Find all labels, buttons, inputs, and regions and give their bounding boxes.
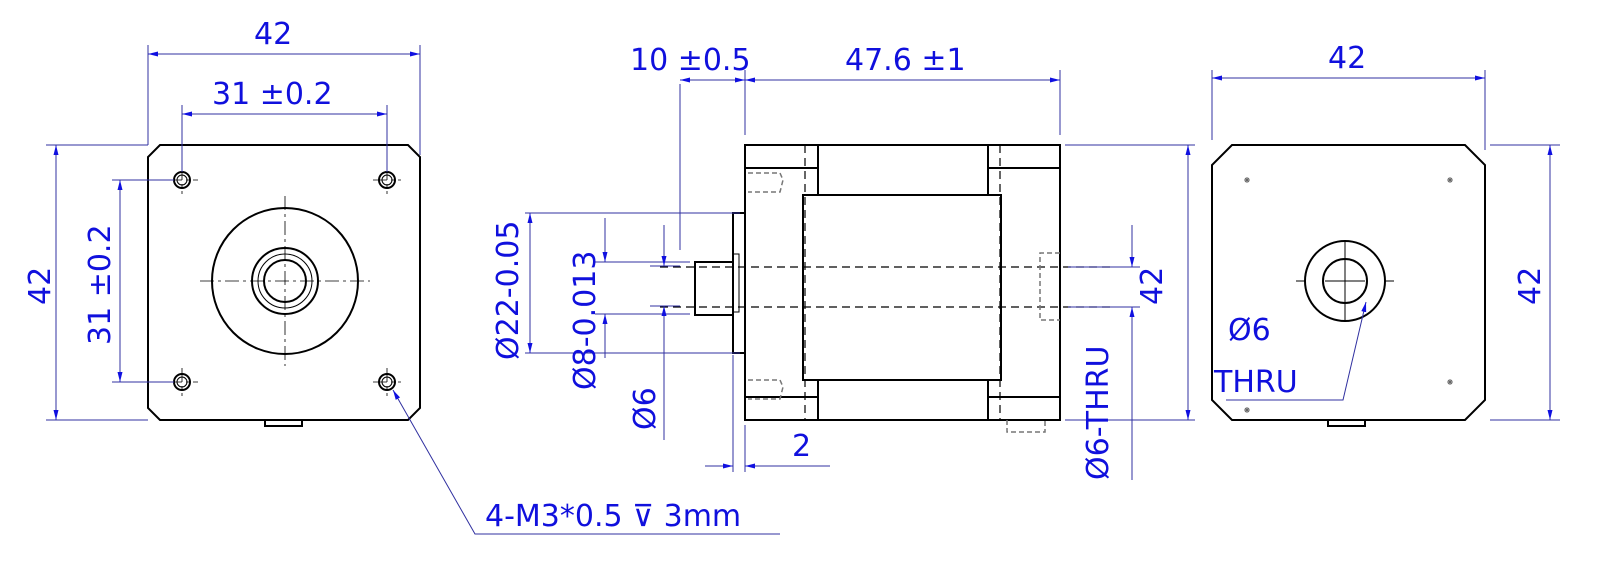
front-view: 42 31 ±0.2 42 31 ±0.2 4-M3*0.5 ⊽ 3mm xyxy=(23,17,780,535)
stator xyxy=(802,194,1002,381)
rear-height-label: 42 xyxy=(1513,267,1548,305)
body-length-label: 47.6 ±1 xyxy=(845,43,966,78)
connector-tab xyxy=(264,419,303,427)
front-outline xyxy=(147,144,421,421)
front-height-label: 42 xyxy=(23,267,58,305)
thread-callout: 4-M3*0.5 ⊽ 3mm xyxy=(485,499,741,534)
side-view: 10 ±0.5 47.6 ±1 Ø22-0.05 Ø8-0.013 Ø6 2 4… xyxy=(491,43,1195,480)
front-width-label: 42 xyxy=(254,17,292,52)
front-hole-spacing-h-label: 31 ±0.2 xyxy=(212,77,333,112)
rear-hole-label-line1: Ø6 xyxy=(1228,313,1271,348)
rear-outline xyxy=(1211,144,1486,421)
rear-view: 42 42 Ø6 THRU xyxy=(1211,41,1560,427)
flat-diameter-label: Ø6 xyxy=(628,387,663,430)
boss-height-label: 2 xyxy=(792,429,811,464)
screw-mark-icons xyxy=(1244,177,1453,413)
shaft-length-label: 10 ±0.5 xyxy=(630,43,751,78)
thread-leader xyxy=(392,389,780,535)
shaft-diameter-label: Ø8-0.013 xyxy=(568,251,603,390)
rear-hole-leader xyxy=(1226,301,1367,401)
front-hole-spacing-v-label: 31 ±0.2 xyxy=(83,224,118,345)
boss-diameter-label: Ø22-0.05 xyxy=(491,221,526,360)
rear-width-label: 42 xyxy=(1328,41,1366,76)
side-height-label: 42 xyxy=(1135,267,1170,305)
motor-body xyxy=(744,144,1061,421)
rear-connector-tab xyxy=(1327,419,1366,427)
rear-hole-label-line2: THRU xyxy=(1213,365,1298,400)
rear-hole-label: Ø6-THRU xyxy=(1081,346,1116,480)
